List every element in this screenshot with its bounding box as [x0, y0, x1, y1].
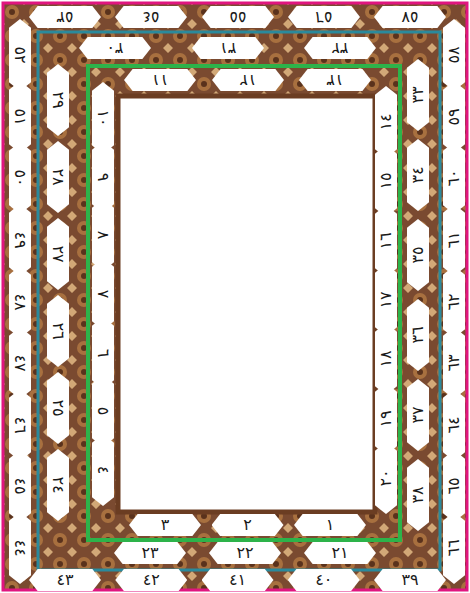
callout-number: ٦٣ [443, 327, 465, 399]
callout-number: ٤٢ [115, 569, 187, 591]
callout-number: ٤١ [202, 569, 274, 591]
callout-number: ٢٣ [114, 542, 186, 564]
callout-number: ٥٢ [9, 19, 31, 91]
picture-window [118, 96, 375, 512]
callout-number: ٣٩ [374, 569, 446, 591]
callout-number: ٥١ [9, 81, 31, 153]
callout-number: ٥٥ [202, 6, 274, 28]
callout-number: ٣٨ [407, 459, 429, 531]
callout-number: ١٣ [299, 69, 371, 91]
callout-number: ٦٢ [443, 266, 465, 338]
callout-number: ٣٦ [407, 299, 429, 371]
callout-number: ٣٥ [407, 219, 429, 291]
callout-number: ٣ [129, 514, 201, 536]
callout-number: ٣١ [192, 37, 264, 59]
callout-number: ٤٩ [9, 204, 31, 276]
callout-number: ٦٥ [443, 450, 465, 522]
outer-ring-outline [3, 3, 467, 590]
patterned-ground [4, 4, 466, 589]
callout-number: ٥٠ [9, 142, 31, 214]
callout-number: ٢٦ [47, 295, 69, 367]
callout-number: ٦٦ [443, 512, 465, 584]
callout-number: ٢١ [304, 542, 376, 564]
callout-number: ٥٦ [288, 6, 360, 28]
callout-number: ٢٢ [209, 542, 281, 564]
callout-number: ٦٠ [443, 142, 465, 214]
callout-number: ٣٢ [304, 37, 376, 59]
callout-number: ٢٠ [375, 442, 397, 514]
callout-number: ٦١ [443, 204, 465, 276]
callout-number: ٢ [212, 514, 284, 536]
callout-number: ٣٣ [407, 59, 429, 131]
callout-number: ٥٨ [443, 19, 465, 91]
callout-number: ١٢ [212, 69, 284, 91]
callout-number: ٤٦ [9, 389, 31, 461]
callout-number: ٣٤ [407, 139, 429, 211]
callout-number: ١ [294, 514, 366, 536]
callout-number: ٤٣ [29, 569, 101, 591]
callout-number: ٤٠ [288, 569, 360, 591]
callout-number: ٦٤ [443, 389, 465, 461]
callout-number: ١١ [124, 69, 196, 91]
inner-ring-outline [88, 66, 400, 540]
callout-number: ١٠ [92, 82, 114, 154]
callout-number: ٢٧ [47, 218, 69, 290]
callout-number: ٢٤ [47, 449, 69, 521]
callout-number: ٥٧ [374, 6, 446, 28]
callout-number: ٣٧ [407, 379, 429, 451]
callout-number: ٥٩ [443, 81, 465, 153]
callout-number: ٤٤ [9, 512, 31, 584]
callout-number: ٤٥ [9, 450, 31, 522]
callout-number: ٣٠ [79, 37, 151, 59]
middle-ring-outline [38, 32, 440, 570]
callout-number: ٢٩ [47, 64, 69, 136]
callout-number: ٢٨ [47, 141, 69, 213]
callout-number: ٤٨ [9, 266, 31, 338]
callout-number: ٥٤ [115, 6, 187, 28]
callout-number: ٢٥ [47, 372, 69, 444]
callout-number: ٥٣ [29, 6, 101, 28]
